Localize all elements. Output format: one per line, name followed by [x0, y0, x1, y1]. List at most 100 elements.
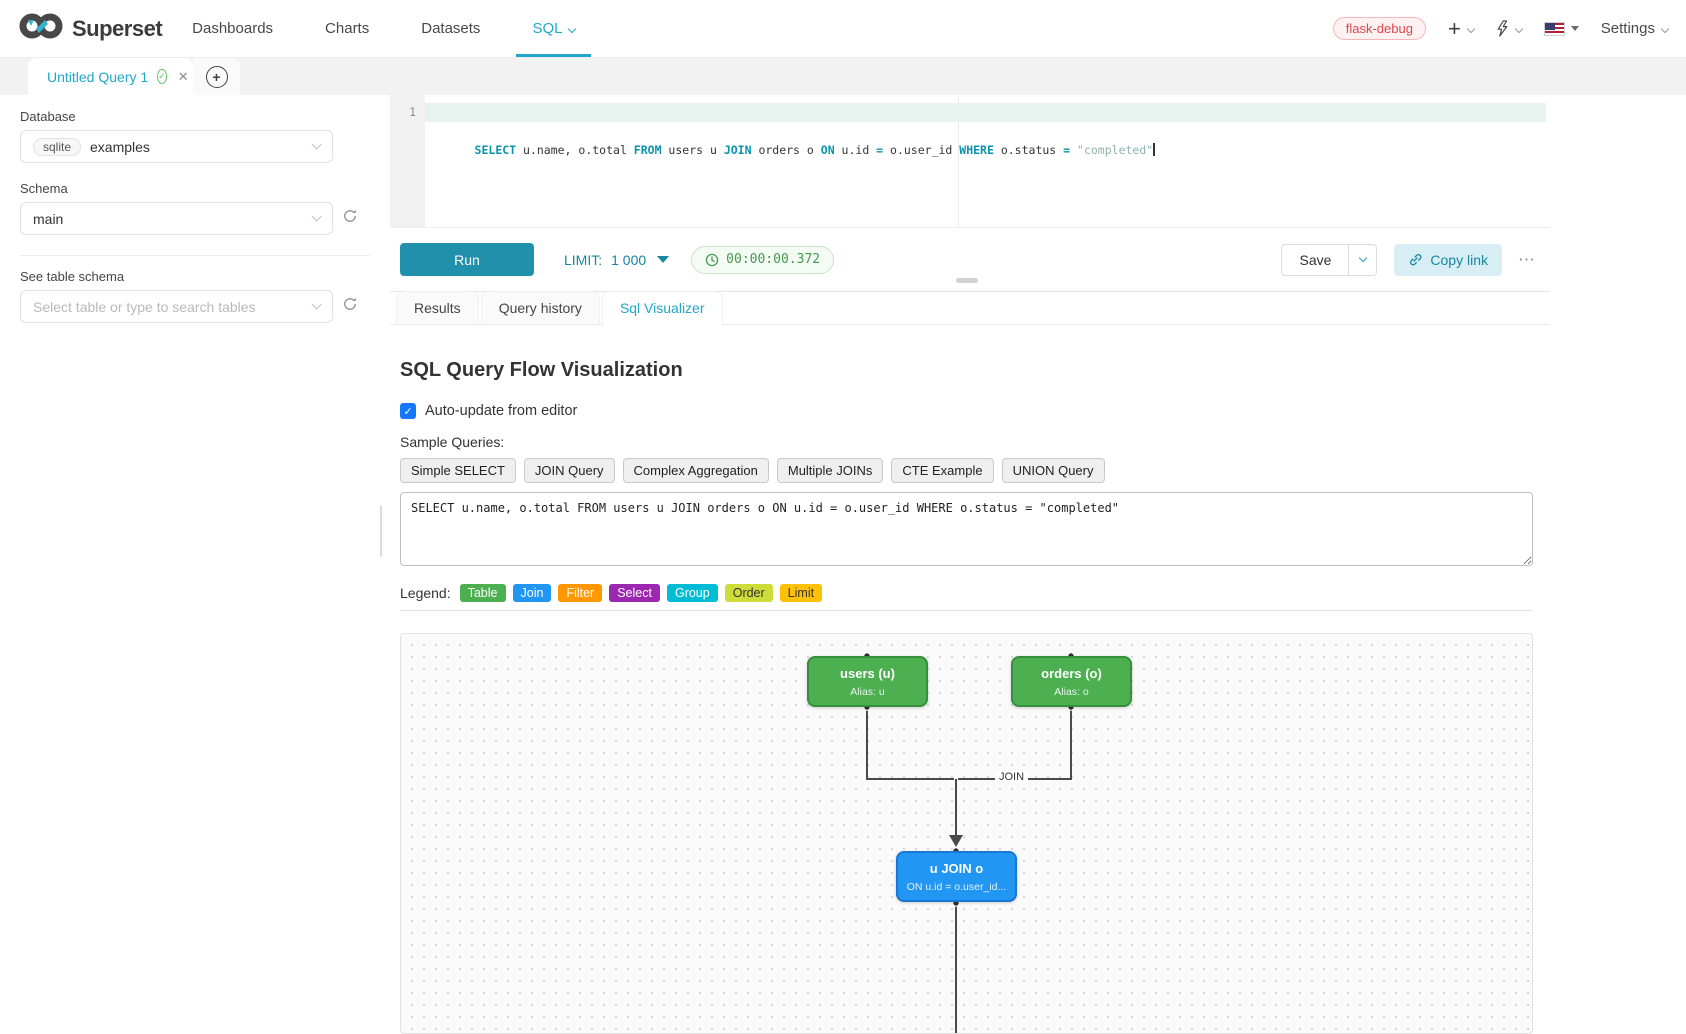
chevron-down-icon — [1514, 24, 1524, 33]
schema-select[interactable]: main — [20, 202, 333, 235]
new-item-button[interactable]: + — [1448, 17, 1476, 40]
more-actions-button[interactable]: ⋯ — [1518, 249, 1536, 269]
pane-split-line — [390, 291, 1550, 292]
legend-badge: Limit — [779, 584, 823, 602]
line-number: 1 — [409, 105, 416, 119]
copy-link-button[interactable]: Copy link — [1394, 243, 1502, 276]
chevron-down-icon — [311, 211, 322, 222]
query-tab-label: Untitled Query 1 — [47, 68, 149, 85]
node-title: users (u) — [840, 666, 895, 681]
schema-value: main — [33, 210, 64, 227]
superset-logo-icon — [18, 11, 64, 46]
join-edge-label: JOIN — [995, 771, 1029, 783]
sql-editor-pane: 1 SELECT u.name, o.total FROM users u JO… — [390, 95, 1550, 1034]
query-tab-strip: Untitled Query 1 ✓ ✕ + — [0, 58, 1686, 95]
sql-code-editor[interactable]: 1 SELECT u.name, o.total FROM users u JO… — [390, 95, 1550, 228]
sample-query-button[interactable]: Complex Aggregation — [622, 458, 769, 483]
legend-badge: Join — [512, 584, 552, 602]
nav-item-dashboards[interactable]: Dashboards — [192, 20, 274, 37]
navbar-right: flask-debug + Settings — [1332, 17, 1670, 40]
tab-sql-visualizer[interactable]: Sql Visualizer — [601, 291, 723, 325]
tab-results[interactable]: Results — [396, 291, 479, 324]
sample-query-button[interactable]: Simple SELECT — [400, 458, 516, 483]
sidebar-divider — [20, 255, 370, 256]
save-options-button[interactable] — [1349, 243, 1378, 276]
table-select-placeholder: Select table or type to search tables — [33, 298, 256, 315]
query-text-input[interactable] — [400, 492, 1533, 566]
environment-badge: flask-debug — [1332, 17, 1426, 40]
link-icon — [1410, 254, 1422, 266]
top-navbar: Superset Dashboards Charts Datasets SQL … — [0, 0, 1686, 58]
us-flag-icon — [1543, 21, 1565, 36]
brand-name: Superset — [72, 15, 163, 41]
sample-query-buttons: Simple SELECT JOIN Query Complex Aggregati… — [400, 458, 1533, 483]
legend-badge: Table — [459, 584, 506, 602]
node-subtitle: Alias: o — [1054, 686, 1089, 698]
add-query-tab[interactable]: + — [193, 58, 240, 95]
database-label: Database — [20, 109, 76, 124]
query-search-button[interactable] — [1496, 20, 1524, 37]
sample-queries-label: Sample Queries: — [400, 434, 505, 450]
active-nav-underline — [516, 54, 592, 57]
sample-query-button[interactable]: CTE Example — [891, 458, 994, 483]
legend-badge: Group — [666, 584, 718, 602]
settings-menu[interactable]: Settings — [1601, 20, 1670, 37]
refresh-icon — [344, 297, 356, 310]
nav-item-charts[interactable]: Charts — [325, 20, 370, 37]
legend-label: Legend: — [400, 585, 451, 601]
schema-label: Schema — [20, 181, 68, 196]
sample-query-button[interactable]: JOIN Query — [523, 458, 615, 483]
sample-query-button[interactable]: UNION Query — [1001, 458, 1105, 483]
run-button[interactable]: Run — [400, 243, 534, 276]
database-engine-pill: sqlite — [33, 137, 82, 156]
superset-logo[interactable]: Superset — [18, 11, 163, 46]
legend-badge: Order — [724, 584, 773, 602]
node-subtitle: Alias: u — [850, 686, 885, 698]
nav-item-datasets[interactable]: Datasets — [421, 20, 481, 37]
database-select[interactable]: sqlite examples — [20, 130, 333, 163]
flow-node-users[interactable]: users (u) Alias: u — [807, 656, 928, 707]
sidebar-resize-handle[interactable] — [380, 505, 382, 557]
limit-label: LIMIT: — [564, 251, 603, 268]
language-picker[interactable] — [1543, 21, 1579, 36]
timer-value: 00:00:00.372 — [726, 252, 821, 267]
result-tabs: Results Query history Sql Visualizer — [390, 291, 1550, 325]
query-timer: 00:00:00.372 — [691, 245, 835, 274]
page-title: SQL Query Flow Visualization — [400, 359, 683, 381]
node-subtitle: ON u.id = o.user_id... — [906, 881, 1007, 893]
auto-update-checkbox[interactable]: ✓ — [400, 403, 416, 419]
nav-item-sql[interactable]: SQL — [516, 0, 592, 57]
node-title: orders (o) — [1041, 666, 1102, 681]
legend-badge: Filter — [558, 584, 603, 602]
caret-down-icon — [1570, 26, 1579, 31]
sql-code-line: SELECT u.name, o.total FROM users u JOIN… — [474, 143, 1155, 157]
flow-node-orders[interactable]: orders (o) Alias: o — [1011, 656, 1132, 707]
auto-update-row: ✓ Auto-update from editor — [400, 403, 1533, 419]
flow-node-join[interactable]: u JOIN o ON u.id = o.user_id... — [896, 851, 1017, 902]
limit-dropdown[interactable]: LIMIT: 1 000 — [564, 251, 670, 268]
saved-check-icon: ✓ — [157, 69, 167, 84]
sample-query-button[interactable]: Multiple JOINs — [776, 458, 884, 483]
refresh-schema-button[interactable] — [342, 208, 358, 229]
chevron-down-icon — [568, 24, 577, 33]
chevron-down-icon — [1466, 24, 1476, 33]
table-select[interactable]: Select table or type to search tables — [20, 290, 333, 323]
save-button[interactable]: Save — [1281, 243, 1350, 276]
query-tab-untitled[interactable]: Untitled Query 1 ✓ ✕ — [28, 58, 193, 95]
sql-lab-sidebar: Database sqlite examples Schema main See — [0, 95, 390, 1034]
legend-badge: Select — [609, 584, 660, 602]
node-title: u JOIN o — [929, 861, 984, 876]
refresh-tables-button[interactable] — [342, 296, 358, 317]
chevron-down-icon — [311, 139, 322, 150]
table-schema-label: See table schema — [20, 269, 125, 284]
primary-nav: Dashboards Charts Datasets SQL — [192, 0, 592, 57]
pane-split-handle[interactable] — [956, 278, 978, 283]
editor-print-margin — [958, 95, 959, 227]
tab-query-history[interactable]: Query history — [480, 291, 600, 324]
editor-toolbar: Run LIMIT: 1 000 00:00:00.372 Save — [390, 228, 1550, 291]
editor-gutter: 1 — [390, 95, 425, 227]
refresh-icon — [344, 209, 356, 222]
close-tab-icon[interactable]: ✕ — [177, 68, 189, 84]
flow-canvas[interactable]: users (u) Alias: u orders (o) Alias: o u… — [400, 633, 1533, 1034]
database-value: examples — [90, 138, 150, 155]
